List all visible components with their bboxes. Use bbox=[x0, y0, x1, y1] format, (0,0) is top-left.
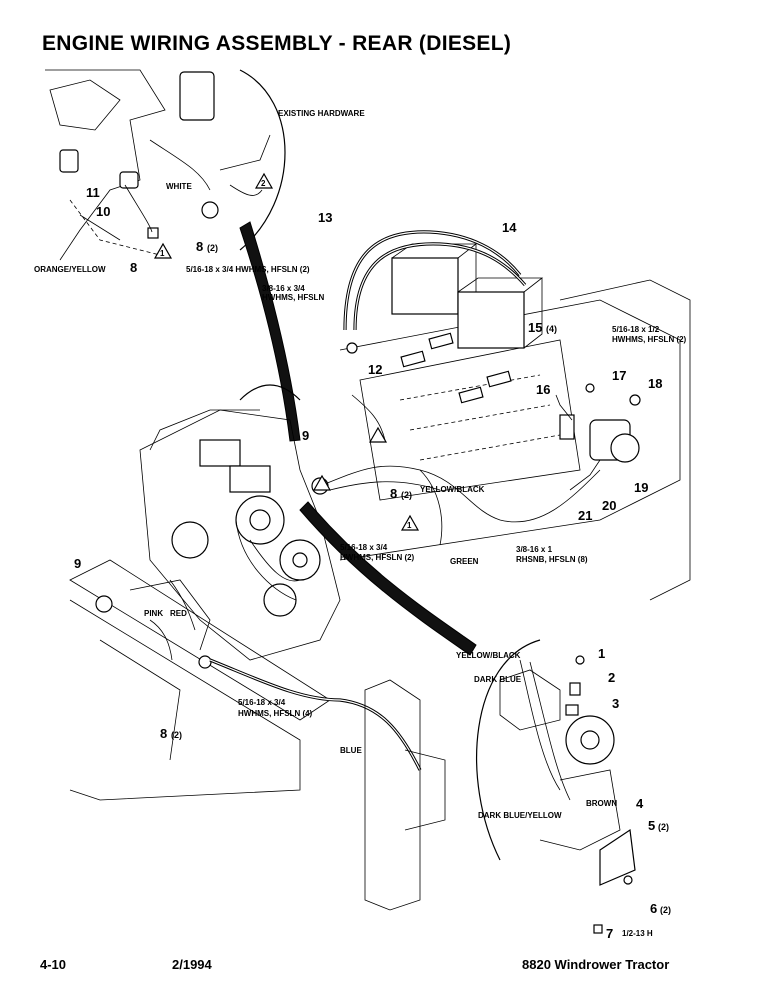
label-hw-b-1: 3/8-16 x 3/4 bbox=[262, 284, 305, 293]
callout-15-count: (4) bbox=[546, 324, 557, 334]
footer-date: 2/1994 bbox=[172, 957, 212, 972]
callout-4: 4 bbox=[636, 796, 644, 811]
callout-8c-count: (2) bbox=[401, 490, 412, 500]
label-existing-hardware: EXISTING HARDWARE bbox=[278, 109, 365, 118]
label-orange-yellow: ORANGE/YELLOW bbox=[34, 265, 106, 274]
label-yellow-black-2: YELLOW/BLACK bbox=[456, 651, 521, 660]
relay-bracket bbox=[555, 279, 691, 601]
callout-8b: 8 bbox=[130, 260, 137, 275]
page-title: ENGINE WIRING ASSEMBLY - REAR (DIESEL) bbox=[42, 32, 512, 55]
detail-arrow-icon bbox=[299, 501, 477, 656]
label-hw-b-2: HWHMS, HFSLN bbox=[262, 293, 324, 302]
label-red: RED bbox=[170, 609, 187, 618]
callout-8d: 8 bbox=[160, 726, 167, 741]
callout-18: 18 bbox=[648, 376, 662, 391]
footer-page-number: 4-10 bbox=[40, 957, 67, 972]
label-hw-f-2: HWHMS, HFSLN (4) bbox=[238, 709, 313, 718]
callout-2: 2 bbox=[608, 670, 615, 685]
starter-detail-inset bbox=[45, 69, 286, 261]
callout-8c: 8 bbox=[390, 486, 397, 501]
battery-assembly bbox=[339, 230, 681, 561]
callout-5: 5 bbox=[648, 818, 655, 833]
label-hw-e-2: RHSNB, HFSLN (8) bbox=[516, 555, 588, 564]
label-hw-c-2: HWHMS, HFSLN (2) bbox=[612, 335, 687, 344]
svg-text:1: 1 bbox=[160, 249, 165, 258]
label-hw-c-1: 5/16-18 x 1/2 bbox=[612, 325, 660, 334]
callout-10: 10 bbox=[96, 204, 110, 219]
callout-13: 13 bbox=[318, 210, 332, 225]
callout-8a: 8 bbox=[196, 239, 203, 254]
frame-and-harness bbox=[69, 559, 446, 911]
callout-7: 7 bbox=[606, 926, 613, 941]
callout-16: 16 bbox=[536, 382, 550, 397]
callout-14: 14 bbox=[502, 220, 517, 235]
callout-9a: 9 bbox=[302, 428, 309, 443]
callout-20: 20 bbox=[602, 498, 616, 513]
label-hw-f-1: 5/16-18 x 3/4 bbox=[238, 698, 286, 707]
label-dark-blue-yellow: DARK BLUE/YELLOW bbox=[478, 811, 562, 820]
callout-19: 19 bbox=[634, 480, 648, 495]
label-blue: BLUE bbox=[340, 746, 362, 755]
label-hw-d-2: HWHMS, HFSLN (2) bbox=[340, 553, 415, 562]
callout-15: 15 bbox=[528, 320, 542, 335]
svg-text:2: 2 bbox=[261, 179, 266, 188]
callout-6: 6 bbox=[650, 901, 657, 916]
detail-arrow-icon bbox=[239, 221, 301, 442]
label-pink: PINK bbox=[144, 609, 163, 618]
callout-17: 17 bbox=[612, 368, 626, 383]
callout-8d-count: (2) bbox=[171, 730, 182, 740]
callout-5-count: (2) bbox=[658, 822, 669, 832]
callout-6-count: (2) bbox=[660, 905, 671, 915]
engine-block bbox=[129, 384, 341, 661]
callout-3: 3 bbox=[612, 696, 619, 711]
callout-11: 11 bbox=[86, 185, 100, 200]
callout-1: 1 bbox=[598, 646, 605, 661]
callout-7-note: 1/2-13 H bbox=[622, 929, 653, 938]
svg-text:1: 1 bbox=[407, 521, 412, 530]
callout-8a-count: (2) bbox=[207, 243, 218, 253]
label-hw-e-1: 3/8-16 x 1 bbox=[516, 545, 553, 554]
label-hw-d-1: 5/16-18 x 3/4 bbox=[340, 543, 388, 552]
callout-12: 12 bbox=[368, 362, 382, 377]
label-white: WHITE bbox=[166, 182, 192, 191]
triangle-1-icon: 1 2 1 bbox=[153, 172, 420, 531]
label-hw-a: 5/16-18 x 3/4 HWHMS, HFSLN (2) bbox=[186, 265, 310, 274]
label-green: GREEN bbox=[450, 557, 479, 566]
alternator-detail-inset bbox=[476, 639, 636, 934]
footer-model: 8820 Windrower Tractor bbox=[522, 957, 670, 972]
callout-21: 21 bbox=[578, 508, 592, 523]
label-yellow-black-1: YELLOW/BLACK bbox=[420, 485, 485, 494]
callout-9b: 9 bbox=[74, 556, 81, 571]
label-brown: BROWN bbox=[586, 799, 617, 808]
label-dark-blue: DARK BLUE bbox=[474, 675, 522, 684]
